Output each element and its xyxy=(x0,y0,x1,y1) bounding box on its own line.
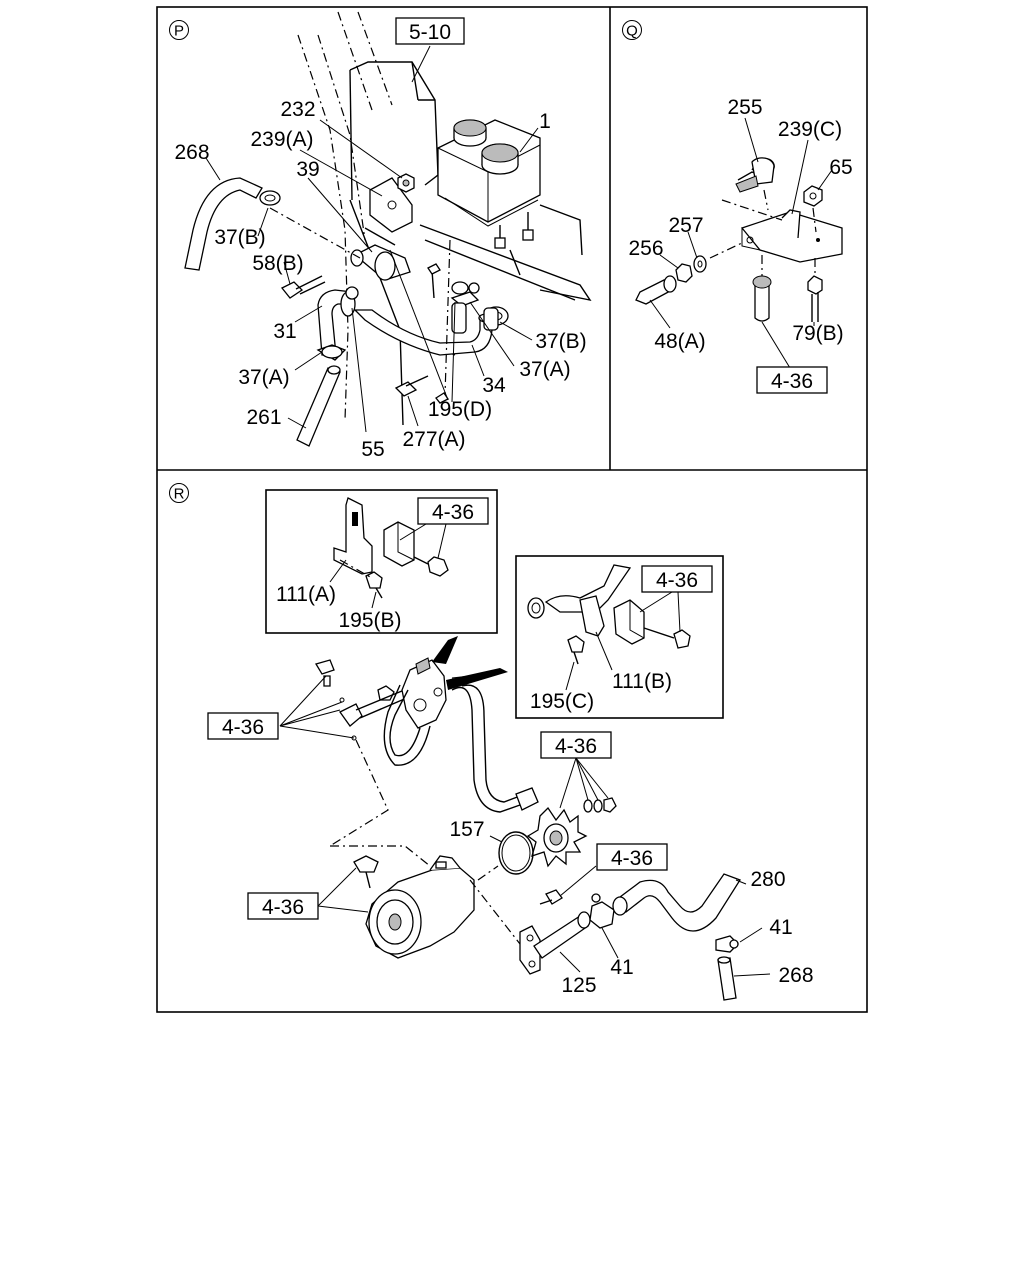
label-111b: 111(B) xyxy=(612,670,672,693)
panel-p-marker: P xyxy=(169,20,189,40)
label-239c: 239(C) xyxy=(778,118,842,141)
panel-r-letter: R xyxy=(174,486,185,503)
panel-q-letter: Q xyxy=(626,23,638,40)
panel-r-marker: R xyxy=(169,483,189,503)
panel-p-letter: P xyxy=(174,23,184,40)
label-41-bottom: 41 xyxy=(610,956,633,979)
panel-r: 4-36 111(A) 195(B) 4-36 195(C) 111(B) xyxy=(207,489,814,1001)
label-37b-right: 37(B) xyxy=(535,330,586,353)
label-79b: 79(B) xyxy=(792,322,843,345)
ref-box-r-gear xyxy=(540,731,612,759)
label-37b-left: 37(B) xyxy=(214,226,265,249)
label-48a: 48(A) xyxy=(654,330,705,353)
label-268-p: 268 xyxy=(174,141,209,164)
ref-r-left-text: 4-36 xyxy=(222,716,264,739)
label-157: 157 xyxy=(449,818,484,841)
label-31: 31 xyxy=(273,320,296,343)
panel-frames xyxy=(156,6,868,1013)
label-256: 256 xyxy=(628,237,663,260)
ref-box-q-4-36 xyxy=(756,366,828,394)
label-65: 65 xyxy=(829,156,852,179)
pump-gear xyxy=(526,757,617,868)
inset-bracket-111a: 4-36 111(A) 195(B) xyxy=(265,489,498,634)
reservoir-tank xyxy=(437,119,541,249)
ref-5-10-text: 5-10 xyxy=(409,21,451,44)
panel-p-leaders xyxy=(205,45,539,433)
ref-r-pump-text: 4-36 xyxy=(262,896,304,919)
label-55: 55 xyxy=(361,438,384,461)
label-239a: 239(A) xyxy=(250,128,313,151)
label-41-right: 41 xyxy=(769,916,792,939)
label-277a: 277(A) xyxy=(402,428,465,451)
label-195b: 195(B) xyxy=(338,609,401,632)
inset-bracket-111b: 4-36 195(C) 111(B) xyxy=(515,555,724,719)
label-37a-left: 37(A) xyxy=(238,366,289,389)
label-280: 280 xyxy=(750,868,785,891)
label-1: 1 xyxy=(539,110,551,133)
label-37a-right: 37(A) xyxy=(519,358,570,381)
ref-box-r-pump xyxy=(247,892,319,920)
panel-q-leaders xyxy=(649,117,833,369)
label-58b: 58(B) xyxy=(252,252,303,275)
label-268-r: 268 xyxy=(778,964,813,987)
pump-body xyxy=(330,845,521,959)
ref-box-5-10 xyxy=(395,17,465,45)
label-195d: 195(D) xyxy=(428,398,492,421)
ref-r-gear-text: 4-36 xyxy=(555,735,597,758)
label-39: 39 xyxy=(296,158,319,181)
label-232: 232 xyxy=(280,98,315,121)
label-34: 34 xyxy=(482,374,506,397)
panel-q-marker: Q xyxy=(622,20,642,40)
label-195c: 195(C) xyxy=(530,690,594,713)
inset1-ref-text: 4-36 xyxy=(432,501,474,524)
label-111a: 111(A) xyxy=(276,583,336,606)
ref-q-4-36-text: 4-36 xyxy=(771,370,813,393)
label-257: 257 xyxy=(668,214,703,237)
ref-r-bolt-text: 4-36 xyxy=(611,847,653,870)
ref-box-r-left xyxy=(207,712,279,740)
inset2-ref-text: 4-36 xyxy=(656,569,698,592)
label-261: 261 xyxy=(246,406,281,429)
panel-p: 5-10 1 232 239(A) 268 39 37(B) 58(B) 31 … xyxy=(174,11,592,461)
label-255: 255 xyxy=(727,96,762,119)
panel-q: 255 239(C) 65 257 256 48(A) 79(B) 4-36 xyxy=(628,96,853,394)
ref-box-r-bolt xyxy=(596,843,668,871)
label-125: 125 xyxy=(561,974,596,997)
